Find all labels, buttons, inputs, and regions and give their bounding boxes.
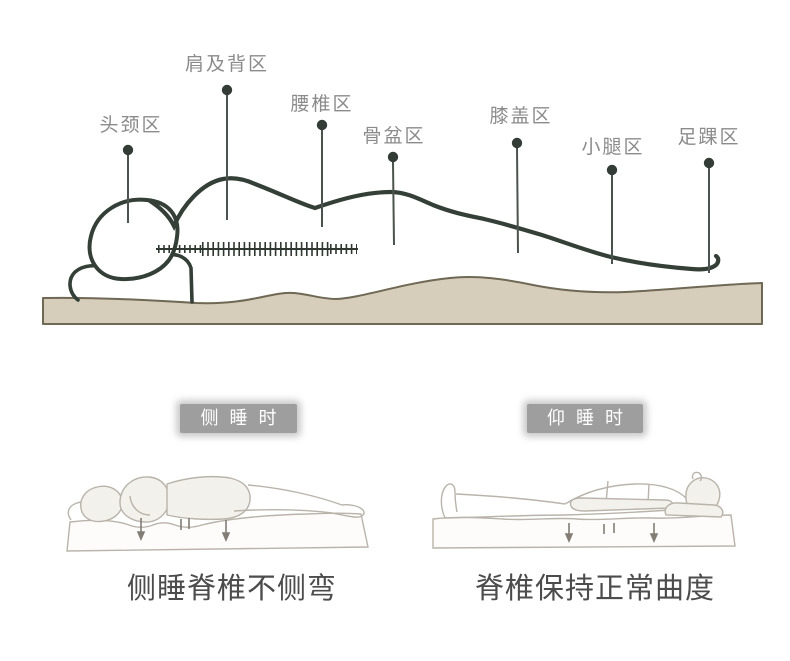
sleeper-feet	[331, 504, 365, 518]
dot-ankle	[703, 157, 715, 169]
leader-knee	[516, 147, 519, 254]
badge-back-sleep: 仰睡时	[527, 404, 643, 433]
zone-label-head-neck: 头颈区	[99, 115, 163, 136]
mattress-shape	[42, 276, 763, 325]
side-sleeper-body	[67, 475, 365, 523]
sleeper-torso	[564, 483, 687, 505]
small-mattress-right	[432, 514, 736, 549]
caption-side-sleep: 侧睡脊椎不侧弯	[126, 573, 338, 605]
badge-side-sleep: 侧睡时	[180, 404, 297, 433]
dot-head-neck	[122, 144, 134, 156]
zone-label-pelvis: 骨盆区	[362, 126, 426, 147]
leader-pelvis	[392, 161, 395, 246]
zone-label-shoulder-back: 肩及背区	[184, 54, 270, 75]
zone-label-knee: 膝盖区	[489, 106, 553, 127]
back-sleep-figure	[432, 471, 736, 549]
main-illustration	[42, 84, 763, 325]
zone-leaders	[127, 95, 710, 273]
sleeper-shoulder	[119, 476, 170, 523]
dot-pelvis	[387, 151, 399, 163]
pressure-arrows-right	[564, 523, 659, 544]
dot-knee	[511, 137, 523, 149]
sleeper-arm	[569, 497, 674, 512]
body-outline	[147, 176, 721, 272]
sleeper-foot-up	[440, 483, 458, 519]
side-sleep-figure	[66, 475, 369, 552]
back-sleeper-body	[440, 471, 724, 519]
dot-shoulder-back	[221, 84, 233, 96]
sleeper-head	[80, 485, 123, 523]
zone-label-lumbar: 腰椎区	[290, 94, 354, 115]
pressure-arrows-left	[136, 518, 231, 543]
dot-calf	[606, 164, 618, 176]
zone-dots	[122, 84, 715, 176]
dot-lumbar	[316, 119, 328, 131]
caption-back-sleep: 脊椎保持正常曲度	[474, 573, 716, 605]
sleeper-pillow-right	[664, 502, 724, 518]
zone-label-ankle: 足踝区	[677, 127, 741, 148]
zone-label-calf: 小腿区	[581, 137, 645, 158]
sleeper-hip	[166, 475, 251, 521]
